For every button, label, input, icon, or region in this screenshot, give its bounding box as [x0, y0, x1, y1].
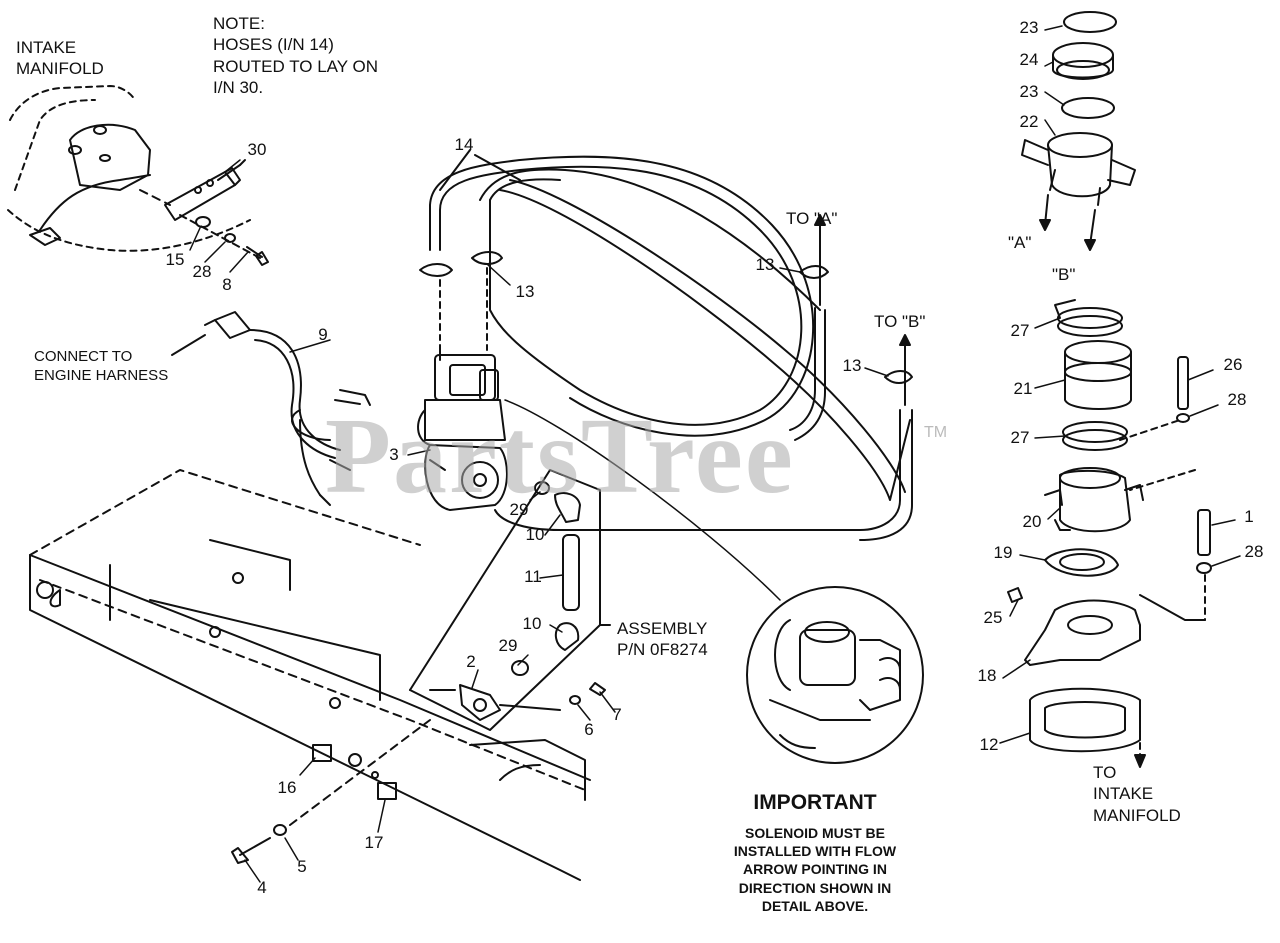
callout-14: 14 [454, 135, 474, 154]
callout-4: 4 [257, 878, 267, 897]
detail-circle-drawing [504, 399, 924, 764]
intake-manifold-drawing [7, 85, 251, 252]
solenoid-valve-3-drawing [417, 344, 508, 511]
callout-27: 27 [1010, 321, 1030, 340]
clamps-13-drawing [419, 149, 913, 384]
callout-25: 25 [983, 608, 1003, 627]
callout-17: 17 [364, 833, 384, 852]
important-note: SOLENOID MUST BE INSTALLED WITH FLOW ARR… [733, 825, 897, 914]
hoses-note: NOTE: HOSES (I/N 14) ROUTED TO LAY ON I/… [213, 14, 379, 97]
callout-15: 15 [165, 250, 185, 269]
callout-27: 27 [1010, 428, 1030, 447]
callout-28: 28 [1227, 390, 1247, 409]
hoses-14-drawing [429, 155, 913, 541]
callout-8: 8 [222, 275, 232, 294]
callout-30: 30 [247, 140, 267, 159]
callout-11: 11 [524, 567, 542, 586]
callout-13: 13 [842, 356, 862, 375]
callout-18: 18 [977, 666, 997, 685]
callout-12: 12 [979, 735, 999, 754]
port-b-label: "B" [1052, 265, 1076, 284]
callout-16: 16 [277, 778, 297, 797]
leader-lines [189, 25, 1241, 883]
callout-13: 13 [755, 255, 775, 274]
callout-5: 5 [297, 857, 307, 876]
assembly-label: ASSEMBLY P/N 0F8274 [617, 619, 708, 660]
callout-10: 10 [522, 614, 542, 633]
intake-manifold-label: INTAKE MANIFOLD [16, 38, 104, 79]
callout-19: 19 [993, 543, 1013, 562]
watermark: PartsTree [325, 397, 795, 516]
callout-24: 24 [1019, 50, 1039, 69]
to-a-label: TO "A" [786, 209, 838, 228]
callout-29: 29 [509, 500, 529, 519]
harness-9-drawing [171, 311, 371, 506]
mixer-assembly-drawing [1007, 11, 1212, 768]
callout-22: 22 [1019, 112, 1039, 131]
port-a-label: "A" [1008, 233, 1032, 252]
callout-7: 7 [612, 705, 622, 724]
callout-3: 3 [389, 445, 399, 464]
callout-21: 21 [1013, 379, 1033, 398]
callout-23: 23 [1019, 18, 1039, 37]
callout-1: 1 [1244, 507, 1254, 526]
callout-10: 10 [525, 525, 545, 544]
callout-26: 26 [1223, 355, 1243, 374]
callout-13: 13 [515, 282, 535, 301]
callout-6: 6 [584, 720, 594, 739]
callout-9: 9 [318, 325, 328, 344]
assembly-box-drawing [409, 469, 611, 731]
callout-28: 28 [1244, 542, 1264, 561]
callout-29: 29 [498, 636, 518, 655]
to-intake-manifold-label: TO INTAKE MANIFOLD [1093, 763, 1181, 825]
callout-2: 2 [466, 652, 476, 671]
important-title: IMPORTANT [753, 791, 877, 814]
to-b-label: TO "B" [874, 312, 926, 331]
frame-drawing [29, 469, 591, 881]
watermark-trademark: TM [924, 424, 948, 441]
callout-20: 20 [1022, 512, 1042, 531]
callout-28: 28 [192, 262, 212, 281]
callout-23: 23 [1019, 82, 1039, 101]
connect-harness-label: CONNECT TO ENGINE HARNESS [34, 348, 169, 384]
